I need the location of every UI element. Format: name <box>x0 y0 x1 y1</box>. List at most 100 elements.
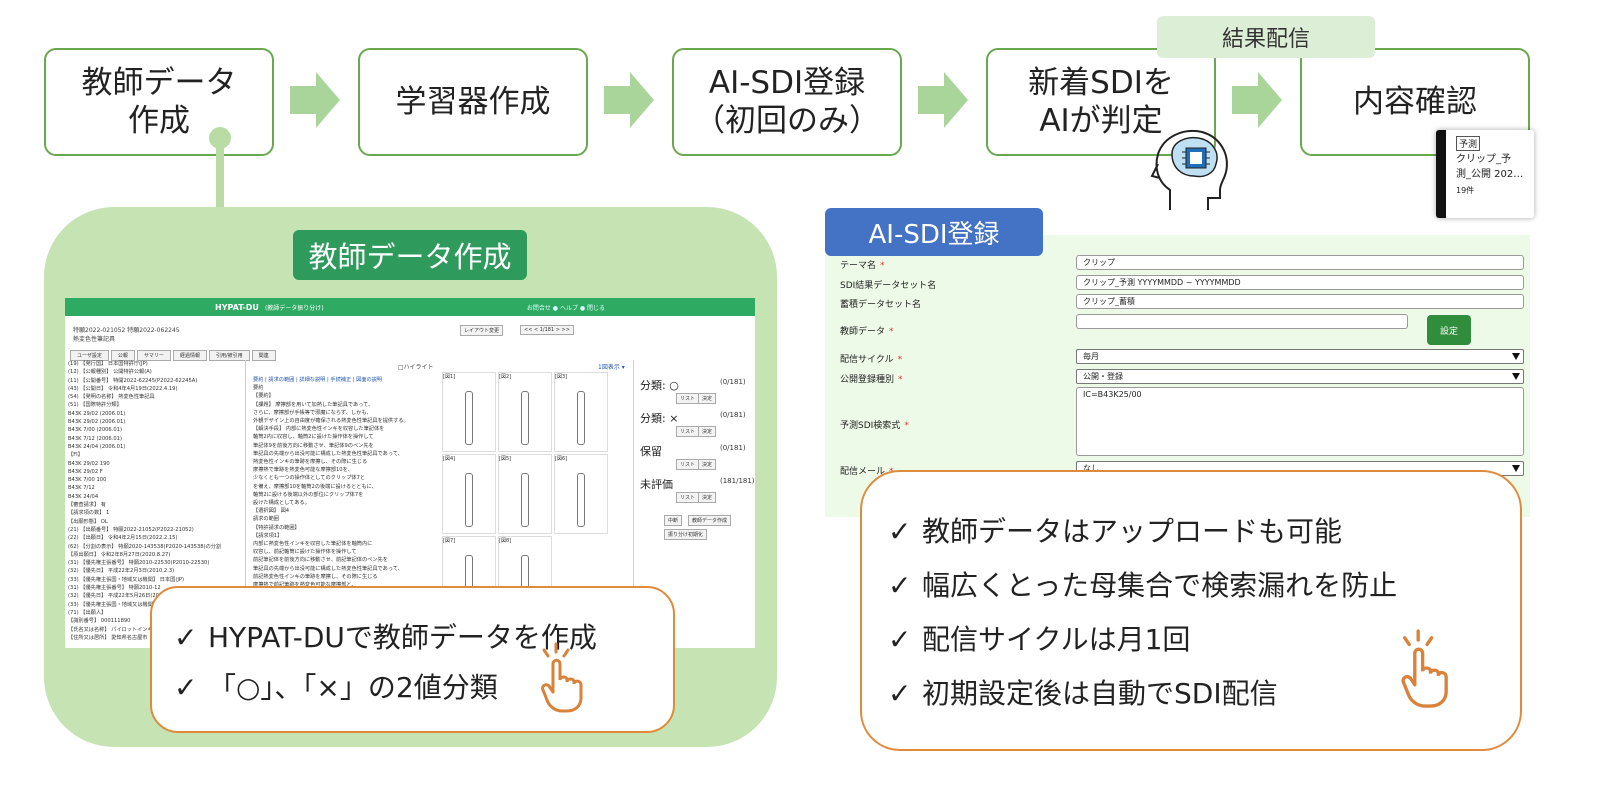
publication-type-select[interactable]: 公開・登録 <box>1076 369 1524 384</box>
gazette-line: (31) 【優先権主張番号】 特願2010-22530(P2010-22530) <box>68 560 210 567</box>
prediction-result-card[interactable]: 予測 クリップ_予 測_公開 202… 19件 <box>1436 130 1534 218</box>
callout-item: ✓教師データはアップロードも可能 <box>888 515 1343 548</box>
figure-pane: [図1] [図2] [図3] [図4] [図5] [図6] [図7] [図8] … <box>440 360 630 648</box>
decide-button[interactable]: 決定 <box>698 393 717 404</box>
arrow-right-icon <box>1232 72 1282 128</box>
abstract-line: 軸筒2内に収容し、軸筒2に設けた操作体を操作して <box>253 434 374 441</box>
delivery-cycle-select[interactable]: 毎月 <box>1076 349 1524 364</box>
pager[interactable]: << < 1/181 > >> <box>520 325 574 335</box>
callout-item: ✓幅広くとった母集合で検索漏れを防止 <box>888 569 1398 602</box>
step-learner: 学習器作成 <box>358 48 588 156</box>
ai-sdi-form-title: AI-SDI登録 <box>825 208 1043 256</box>
figure-thumb[interactable]: [図3] <box>554 372 608 452</box>
list-button[interactable]: リスト <box>676 426 700 437</box>
list-button[interactable]: リスト <box>676 393 700 404</box>
arrow-right-icon <box>290 72 340 128</box>
set-button[interactable]: 設定 <box>1427 315 1471 345</box>
sdi-result-dataset-input[interactable]: クリップ_予測 YYYYMMDD ~ YYYYMMDD <box>1076 275 1524 290</box>
abstract-line: 内部に熱変色性インキを収容した筆記体を軸筒内に <box>253 541 373 548</box>
step-ai-judge: 新着SDIを AIが判定 <box>986 48 1216 156</box>
gazette-line: B43K 7/00 100 <box>68 477 107 484</box>
suspend-button[interactable]: 中断 <box>664 515 683 526</box>
class-unevaluated: 未評価(181/181) <box>640 477 755 491</box>
label-accumulated-dataset: 蓄積データセット名 <box>840 300 922 310</box>
tab-related[interactable]: 関連 <box>251 350 276 361</box>
abstract-line: 少なくとも一つの操作体としてのクリップ体7と <box>253 475 366 482</box>
label-delivery-cycle: 配信サイクル* <box>840 355 903 365</box>
gazette-line: B43K 7/12 <box>68 485 95 492</box>
hypat-app-title: HYPAT-DU <box>215 302 259 312</box>
chevron-down-icon <box>1512 353 1520 360</box>
gazette-line: (32) 【優先日】 平成22年5月26日(20 <box>68 593 159 600</box>
gazette-line: 【原出願日】 令和2年8月27日(2020.8.27) <box>68 551 171 558</box>
gazette-line: B43K 24/04 <box>68 493 99 500</box>
gazette-text-pane: (19) 【発行国】 日本国特許庁(JP)(12) 【公報種別】 公開特許公報(… <box>65 360 246 648</box>
figure-thumb[interactable]: [図6] <box>554 454 608 534</box>
figure-thumb[interactable]: [図4] <box>442 454 496 534</box>
label-theme-name: テーマ名* <box>840 261 885 271</box>
abstract-line: 【要約】 <box>253 393 274 400</box>
figure-thumb[interactable]: [図2] <box>498 372 552 452</box>
list-button[interactable]: リスト <box>676 459 700 470</box>
gazette-line: 【請求項の数】 1 <box>68 510 110 517</box>
tab-citation[interactable]: 引用/被引用 <box>208 350 250 361</box>
decide-button[interactable]: 決定 <box>698 459 717 470</box>
callout-item: ✓初期設定後は自動でSDI配信 <box>888 677 1278 710</box>
abstract-line: 前記筆記体を前後方向に移動させ、前記筆記体のペン先を <box>253 557 388 564</box>
decide-button[interactable]: 決定 <box>698 426 717 437</box>
figure-display-link[interactable]: 1図表示 ▾ <box>598 364 625 371</box>
abstract-line: 要約 <box>253 385 264 392</box>
create-teacher-data-button[interactable]: 教師データ作成 <box>688 515 732 526</box>
tab-user-settings[interactable]: ユーザ設定 <box>70 350 109 361</box>
teacher-data-panel-title: 教師データ作成 <box>293 230 527 280</box>
list-button[interactable]: リスト <box>676 492 700 503</box>
abstract-line: 外観デザイン上の自由度が確保される熱変色性筆記具を提供する。 <box>253 418 409 425</box>
connector-line <box>216 140 224 212</box>
prediction-count: 19件 <box>1456 186 1475 195</box>
gazette-line: (51) 【国際特許分類】 <box>68 402 122 409</box>
tab-history[interactable]: 経過情報 <box>172 350 207 361</box>
gazette-line: (19) 【発行国】 日本国特許庁(JP) <box>68 361 148 367</box>
ai-brain-head-icon <box>1150 130 1228 210</box>
tap-hand-icon <box>1401 629 1448 708</box>
theme-name-input[interactable]: クリップ <box>1076 255 1524 270</box>
teacher-data-input[interactable] <box>1076 314 1408 329</box>
callout-item: ✓「○」、「×」の2値分類 <box>174 671 498 704</box>
figure-thumb[interactable]: [図1] <box>442 372 496 452</box>
gazette-line: B43K 7/12 (2006.01) <box>68 435 123 442</box>
gazette-line: (32) 【優先日】 平成22年2月3日(2010.2.3) <box>68 568 175 575</box>
check-icon: ✓ <box>174 621 198 654</box>
gazette-line: (33) 【優先権主張国・地域又は機関】 日本国(JP) <box>68 576 185 583</box>
callout-item: ✓HYPAT-DUで教師データを作成 <box>174 621 597 654</box>
tab-gazette[interactable]: 公報 <box>110 350 135 361</box>
hypat-tabs: ユーザ設定 公報 サマリー 経過情報 引用/被引用 関連 <box>70 350 278 361</box>
abstract-line: 設けた構成としてある。 <box>253 500 310 507</box>
highlight-checkbox[interactable]: □ハイライト <box>398 364 434 371</box>
check-icon: ✓ <box>888 677 912 710</box>
tab-summary[interactable]: サマリー <box>136 350 171 361</box>
hypat-header-links[interactable]: お問合せ ● ヘルプ ● 閉じる <box>526 304 605 312</box>
reset-sorting-button[interactable]: 振り分け初期化 <box>664 529 708 540</box>
layout-change-button[interactable]: レイアウト変更 <box>460 325 504 336</box>
decide-button[interactable]: 決定 <box>698 492 717 503</box>
gazette-line: 【出願形態】 OL <box>68 518 108 525</box>
gazette-line: B43K 7/00 (2006.01) <box>68 427 123 434</box>
label-publication-type: 公開登録種別* <box>840 375 903 385</box>
abstract-line: 要約 | 請求の範囲 | 詳細な説明 | 手続補正 | 図面の説明 <box>253 377 383 383</box>
hypat-doc-line1: 特願2022-021052 特願2022-062245 <box>73 327 180 334</box>
abstract-line: を備え、摩擦部10を軸筒2の後端に設けるとともに、 <box>253 483 377 490</box>
classification-pane: 分類: ○(0/181) リスト 決定 分類: ×(0/181) リスト 決定 … <box>633 360 755 648</box>
sdi-query-textarea[interactable]: IC=B43K25/00 <box>1076 387 1524 456</box>
abstract-line: 筆記具の先端から出没可能に構成した熱変色性筆記具であって、 <box>253 450 403 457</box>
accumulated-dataset-input[interactable]: クリップ_蓄積 <box>1076 294 1524 309</box>
gazette-line: (31) 【優先権主張番号】 特願2010-12 <box>68 585 161 592</box>
figure-thumb[interactable]: [図5] <box>498 454 552 534</box>
prediction-name: クリップ_予 測_公開 202… <box>1456 154 1524 180</box>
gazette-line: (22) 【出願日】 令和4年2月15日(2022.2.15) <box>68 535 178 542</box>
abstract-line: 摩擦熱で筆跡を熱変色可能な摩擦部10を、 <box>253 467 353 474</box>
abstract-line: 軸筒2に設ける後端以外の部位にクリップ体7を <box>253 491 364 498</box>
gazette-line: (11) 【公開番号】 特開2022-62245(P2022-62245A) <box>68 377 198 384</box>
abstract-line: 【特許請求の範囲】 <box>253 524 300 531</box>
class-circle: 分類: ○(0/181) <box>640 378 746 392</box>
gazette-line: 【氏名又は名称】 パイロットインキ <box>68 626 153 633</box>
